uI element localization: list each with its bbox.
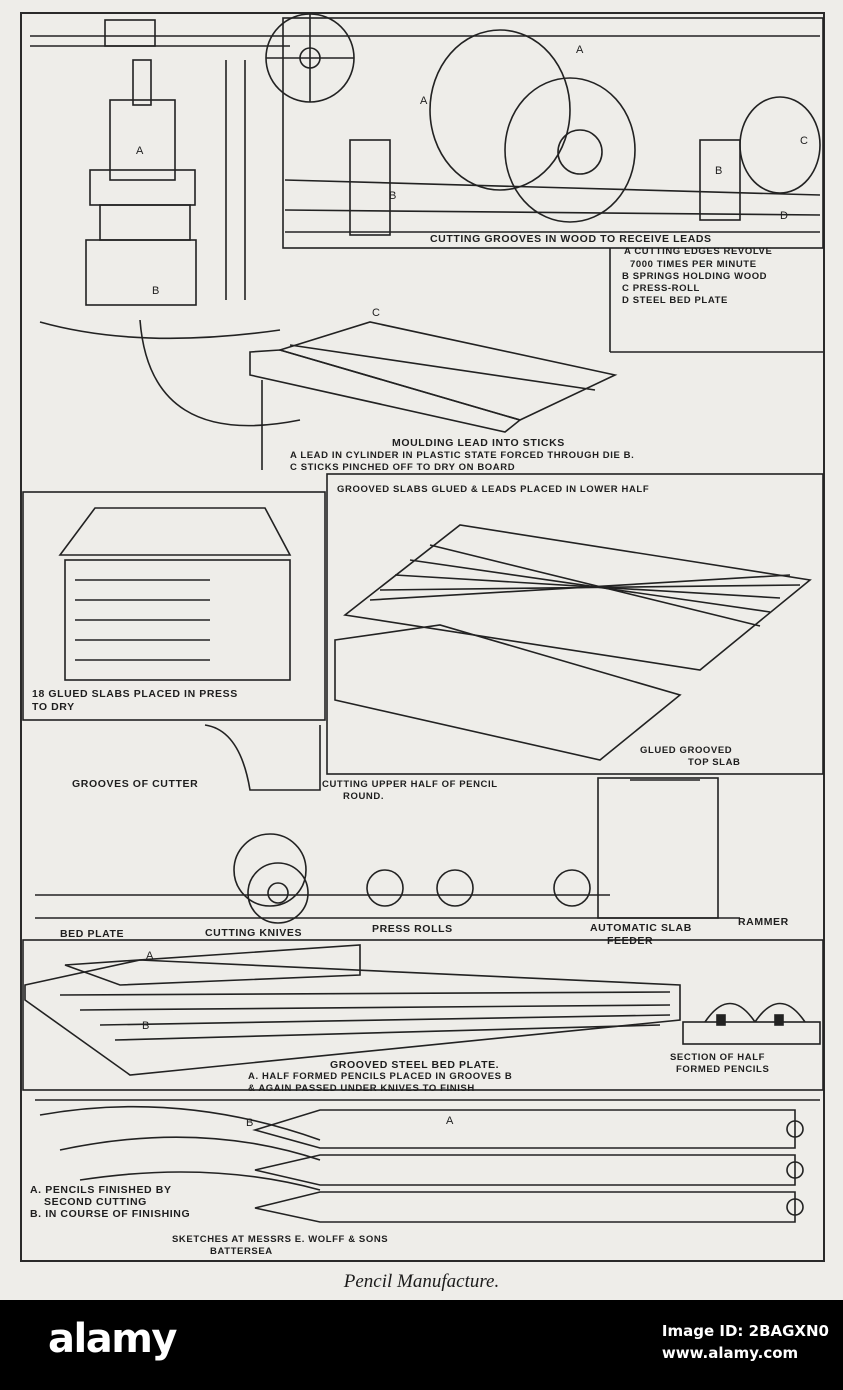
figure-caption: Pencil Manufacture. [343,1271,500,1292]
top-slab-label: TOP SLAB [688,757,741,768]
upper-half-label: CUTTING UPPER HALF OF PENCIL [322,779,498,790]
credit-line: BATTERSEA [210,1246,273,1257]
label-letter-b: B [152,285,160,297]
credit-line: SKETCHES AT MESSRS E. WOLFF & SONS [172,1234,389,1245]
rammer-label: RAMMER [738,916,789,928]
bed-plate-title: GROOVED STEEL BED PLATE. [330,1059,500,1071]
glued-slabs-title: GROOVED SLABS GLUED & LEADS PLACED IN LO… [337,484,650,495]
bed-plate-note: A. HALF FORMED PENCILS PLACED IN GROOVES… [248,1071,513,1082]
section-label: FORMED PENCILS [676,1064,770,1075]
label-letter-a: A [446,1115,454,1127]
press-title: 18 GLUED SLABS PLACED IN PRESS [32,688,238,700]
cutting-note: B SPRINGS HOLDING WOOD [622,271,768,282]
moulding-note: C STICKS PINCHED OFF TO DRY ON BOARD [290,462,516,473]
slab-feeder-label: FEEDER [607,935,654,947]
finishing-note: B. IN COURSE OF FINISHING [30,1208,191,1220]
engraving-artwork [22,13,824,1223]
section-label: SECTION OF HALF [670,1052,766,1063]
watermark-bar [0,1300,843,1390]
slab-feeder-label: AUTOMATIC SLAB [590,922,692,934]
label-letter-c: C [800,135,808,147]
plate-border [20,12,825,1262]
cutting-knives-label: CUTTING KNIVES [205,927,303,939]
cutting-note: D STEEL BED PLATE [622,295,728,306]
top-slab-label: GLUED GROOVED [640,745,733,756]
cutting-note: 7000 TIMES PER MINUTE [630,259,757,270]
label-letter-b: B [389,190,397,202]
cutting-note: C PRESS-ROLL [622,283,700,294]
label-letter-a: A [146,950,154,962]
image-id: Image ID: 2BAGXN0 [661,1322,829,1340]
label-letter-b: B [142,1020,150,1032]
upper-half-label: ROUND. [343,791,385,802]
finishing-note: A. PENCILS FINISHED BY [30,1184,172,1196]
moulding-title: MOULDING LEAD INTO STICKS [392,437,565,449]
finishing-note: SECOND CUTTING [44,1196,147,1208]
label-letter-b: B [246,1117,254,1129]
alamy-logo: alamy [48,1316,177,1362]
label-letter-d: D [780,210,788,222]
site-url: www.alamy.com [661,1344,799,1362]
press-title: TO DRY [32,701,75,713]
cutting-note: A CUTTING EDGES REVOLVE [624,246,773,257]
label-letter-b: B [715,165,723,177]
grooves-of-cutter-label: GROOVES OF CUTTER [72,778,199,790]
stock-info: Image ID: 2BAGXN0 www.alamy.com [662,1320,829,1364]
bed-plate-note: & AGAIN PASSED UNDER KNIVES TO FINISH [248,1083,475,1094]
label-letter-a: A [420,95,428,107]
illustration-plate: A A B B C D CUTTING GROOVES IN WOOD TO R… [20,12,825,1292]
press-rolls-label: PRESS ROLLS [372,923,453,935]
label-letter-c: C [372,307,380,319]
cutting-grooves-title: CUTTING GROOVES IN WOOD TO RECEIVE LEADS [430,233,712,245]
label-letter-a: A [576,44,584,56]
label-letter-a: A [136,145,144,157]
moulding-note: A LEAD IN CYLINDER IN PLASTIC STATE FORC… [290,450,635,461]
bed-plate-label: BED PLATE [60,928,125,940]
